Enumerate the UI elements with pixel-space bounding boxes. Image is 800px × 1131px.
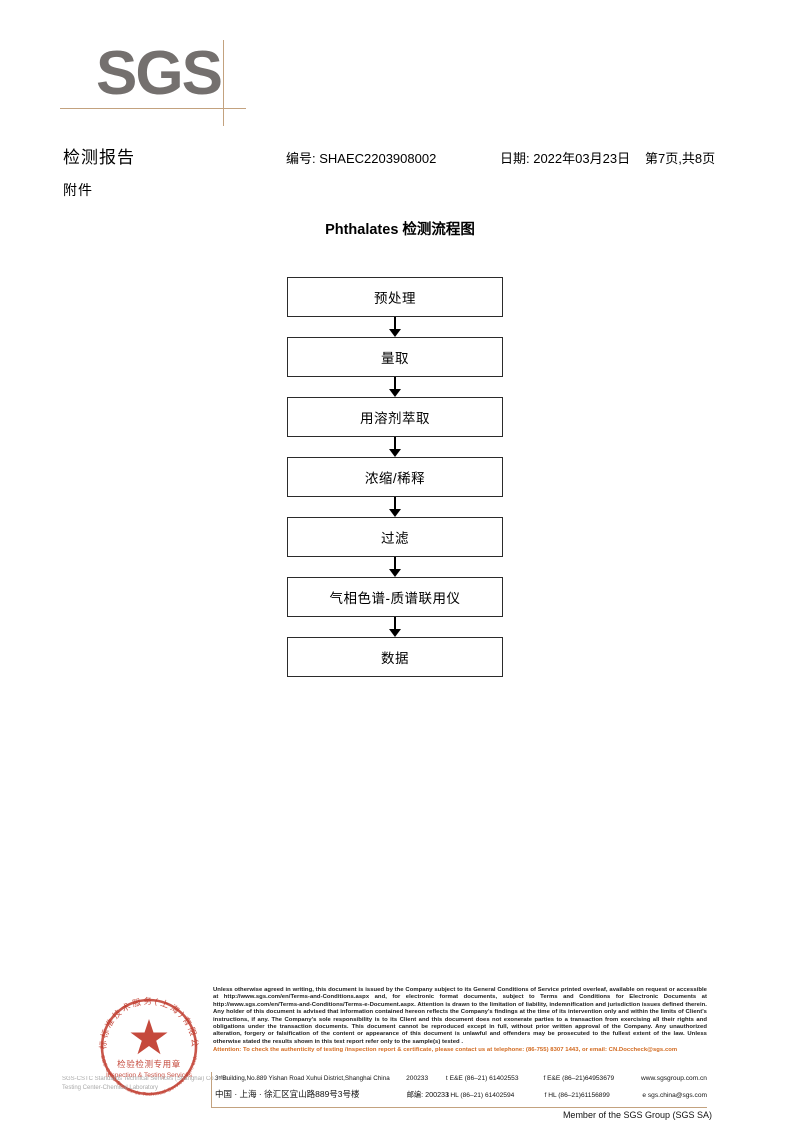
sgs-logo: SGS <box>60 38 276 126</box>
postcode-english: 200233 <box>406 1075 429 1082</box>
page-title: 检测报告 <box>63 148 135 167</box>
svg-text:Inspection & Testing Services: Inspection & Testing Services <box>106 1072 193 1079</box>
svg-text:检验检测专用章: 检验检测专用章 <box>117 1059 181 1070</box>
watermark-line-1: SGS-CSTC Standards Technical Services (S… <box>62 1076 229 1082</box>
flow-arrow-icon <box>287 317 503 337</box>
flowchart: 预处理 量取 用溶剂萃取 浓缩/稀释 过滤 气相色谱-质谱联用仪 数据 <box>287 277 503 677</box>
tel-ee-primary: t E&E (86–21) 61402553 <box>445 1075 519 1082</box>
footer-divider-horizontal <box>211 1107 707 1108</box>
sgs-group-member-line: Member of the SGS Group (SGS SA) <box>562 1110 712 1120</box>
flow-arrow-icon <box>287 437 503 457</box>
logo-text: SGS <box>96 39 223 108</box>
flow-node: 气相色谱-质谱联用仪 <box>287 577 503 617</box>
footer-divider-vertical <box>211 1072 212 1108</box>
report-number: 编号: SHAEC2203908002 <box>286 151 437 166</box>
address-row-en: 3ʳᵈBuilding,No.889 Yishan Road Xuhui Dis… <box>215 1075 707 1090</box>
logo-vertical-rule <box>223 40 224 126</box>
flowchart-title: Phthalates 检测流程图 <box>325 222 475 238</box>
tel-hl-primary: t HL (86–21) 61402594 <box>446 1092 515 1099</box>
official-seal-stamp: 通标标准技术服务(上海)有限公司 SGS-CSTC Standards Tech… <box>90 988 208 1106</box>
fax-hl: f HL (86–21)61156899 <box>544 1092 610 1099</box>
legal-paragraph: Unless otherwise agreed in writing, this… <box>213 987 707 1045</box>
email-address: e sgs.china@sgs.com <box>642 1092 707 1099</box>
flow-node: 预处理 <box>287 277 503 317</box>
address-english: 3ʳᵈBuilding,No.889 Yishan Road Xuhui Dis… <box>215 1075 390 1082</box>
fax-ee: f E&E (86–21)64953679 <box>543 1075 615 1082</box>
flow-arrow-icon <box>287 557 503 577</box>
attachment-label: 附件 <box>63 182 93 198</box>
page-number: 第7页,共8页 <box>645 151 716 166</box>
address-chinese: 中国 · 上海 · 徐汇区宜山路889号3号楼 <box>215 1089 360 1099</box>
flow-node: 浓缩/稀释 <box>287 457 503 497</box>
flow-node: 用溶剂萃取 <box>287 397 503 437</box>
legal-disclaimer: Unless otherwise agreed in writing, this… <box>213 987 707 1055</box>
website: www.sgsgroup.com.cn <box>641 1075 707 1082</box>
flow-node: 量取 <box>287 337 503 377</box>
flow-arrow-icon <box>287 617 503 637</box>
flow-arrow-icon <box>287 497 503 517</box>
flow-node: 数据 <box>287 637 503 677</box>
legal-attention-notice: Attention: To check the authenticity of … <box>213 1047 678 1054</box>
flow-node: 过滤 <box>287 517 503 557</box>
flow-arrow-icon <box>287 377 503 397</box>
report-date: 日期: 2022年03月23日 <box>500 151 631 166</box>
address-row-cn: 中国 · 上海 · 徐汇区宜山路889号3号楼 邮编: 200233 t HL … <box>215 1090 707 1105</box>
watermark-company-name: SGS-CSTC Standards Technical Services (S… <box>62 1075 242 1093</box>
logo-horizontal-rule <box>60 108 246 109</box>
watermark-line-2: Testing Center-Chemical Laboratory <box>62 1085 159 1091</box>
footer-address-block: 3ʳᵈBuilding,No.889 Yishan Road Xuhui Dis… <box>215 1075 707 1105</box>
postcode-chinese: 邮编: 200233 <box>406 1090 450 1099</box>
